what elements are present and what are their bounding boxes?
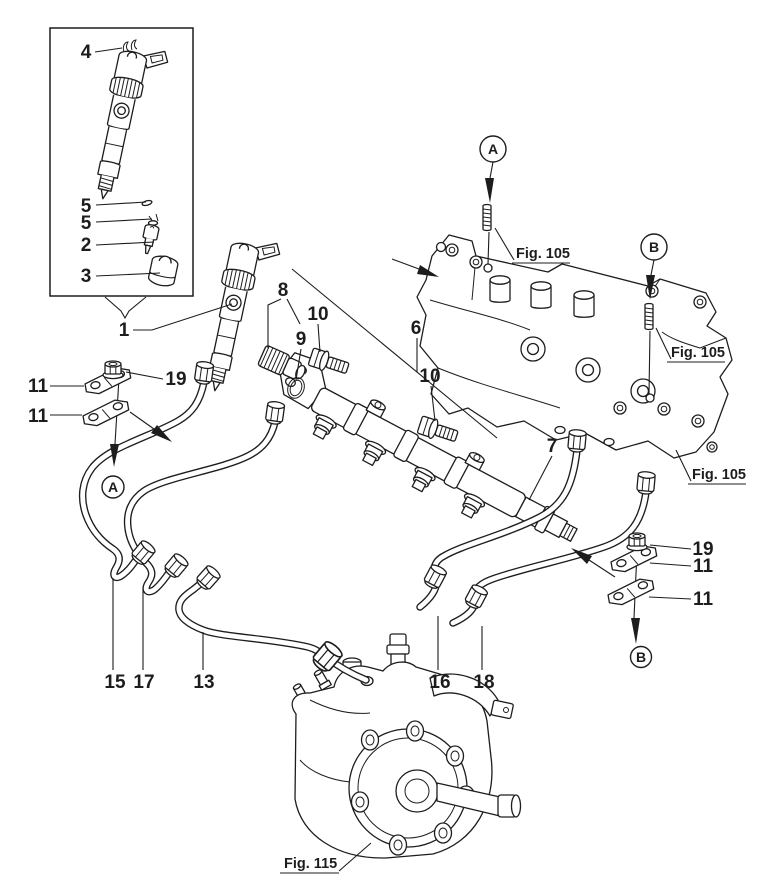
clamp-nut xyxy=(102,360,124,380)
pipe-nut xyxy=(421,562,449,592)
marker-b-right-label: B xyxy=(636,649,646,665)
washer xyxy=(287,377,305,399)
view-marker-b-right: B xyxy=(629,645,653,669)
washer-small xyxy=(141,199,153,207)
callout-17: 17 xyxy=(133,672,154,693)
callout-15: 15 xyxy=(104,672,126,693)
fuel-injection-pump xyxy=(291,633,522,859)
callout-7: 7 xyxy=(547,436,558,457)
pipe-nut xyxy=(635,470,657,496)
cap-nut xyxy=(147,255,179,287)
fig-105-lower: Fig. 105 xyxy=(692,467,746,483)
marker-a-left-label: A xyxy=(108,479,118,495)
direction-arrows xyxy=(110,178,655,644)
callout-labels: 4 5 5 2 3 1 8 9 10 6 10 7 11 11 19 19 11… xyxy=(28,42,714,693)
pump-bolt xyxy=(313,669,332,691)
pipe-nut xyxy=(264,400,286,426)
inset-injector xyxy=(86,41,171,207)
manifold-top-cylinder xyxy=(530,281,552,309)
callout-3: 3 xyxy=(81,266,92,287)
callout-19-right: 19 xyxy=(692,539,713,560)
callout-11-left-lower: 11 xyxy=(28,406,49,427)
callout-5-upper: 5 xyxy=(81,196,92,217)
pipe-clamp-lower xyxy=(605,576,657,608)
left-clamp-set xyxy=(80,360,134,445)
clamp-nut xyxy=(626,532,648,552)
rail-top-port xyxy=(365,399,386,419)
marker-b-top-label: B xyxy=(649,239,659,255)
callout-19-left: 19 xyxy=(165,369,186,390)
callout-10-lower: 10 xyxy=(419,366,440,387)
fig-115: Fig. 115 xyxy=(284,856,337,872)
callout-2: 2 xyxy=(81,235,92,256)
callout-4: 4 xyxy=(81,42,92,63)
rail-delivery-port xyxy=(312,414,337,440)
manifold-bores xyxy=(520,336,656,404)
mounting-stud-b xyxy=(644,302,654,331)
fig-105-right: Fig. 105 xyxy=(671,345,725,361)
callout-8: 8 xyxy=(278,280,289,301)
right-clamp-set xyxy=(605,532,660,619)
pipe-nut xyxy=(193,360,215,386)
callout-16: 16 xyxy=(429,672,450,693)
figure-reference-labels: Fig. 105 Fig. 105 Fig. 105 Fig. 115 xyxy=(280,246,746,874)
rail-delivery-port xyxy=(460,493,486,519)
marker-a-top-label: A xyxy=(488,141,498,157)
fuel-rail xyxy=(279,352,578,542)
rail-delivery-port xyxy=(362,440,387,467)
callout-10-upper: 10 xyxy=(307,304,328,325)
injector-clip xyxy=(122,39,138,53)
view-marker-a-left: A xyxy=(101,475,125,499)
manifold-top-cylinder xyxy=(489,275,511,303)
fig-105-top: Fig. 105 xyxy=(516,246,570,262)
inset-detail-box xyxy=(49,27,194,320)
pump-hub xyxy=(395,769,439,813)
callout-13: 13 xyxy=(193,672,214,693)
callout-6: 6 xyxy=(411,318,422,339)
leader-lines xyxy=(50,47,692,872)
rail-top-port xyxy=(464,451,485,471)
pipe-nut xyxy=(566,428,588,454)
callout-11-right-lower: 11 xyxy=(693,589,714,610)
view-marker-a-top: A xyxy=(479,135,507,163)
pipe-clamp-lower xyxy=(80,397,132,429)
pipe-nut xyxy=(462,582,490,612)
rail-delivery-port xyxy=(411,466,436,493)
nozzle xyxy=(142,224,160,255)
callout-5-lower: 5 xyxy=(81,213,92,234)
view-marker-b-top: B xyxy=(640,233,668,261)
callout-9: 9 xyxy=(296,329,307,350)
mounting-stud-a xyxy=(482,203,492,232)
callout-11-left-upper: 11 xyxy=(28,376,49,397)
callout-11-right-upper: 11 xyxy=(693,556,714,577)
callout-18: 18 xyxy=(473,672,494,693)
cylinder-head-manifold xyxy=(416,234,733,459)
callout-1: 1 xyxy=(119,320,130,341)
manifold-top-cylinder xyxy=(573,290,595,318)
